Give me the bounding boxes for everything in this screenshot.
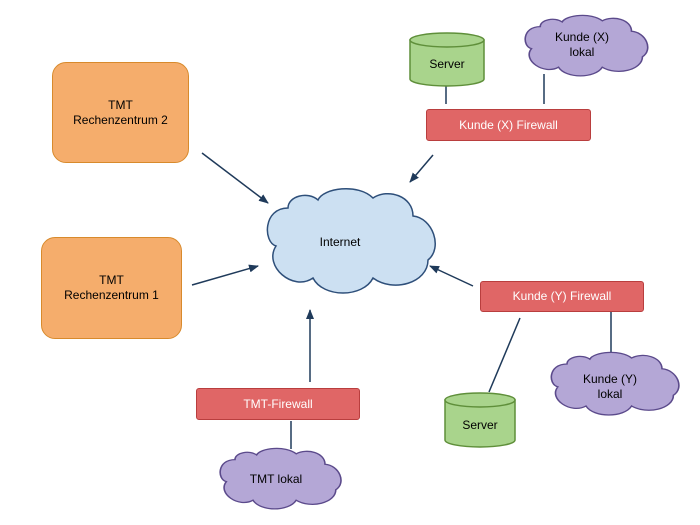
kunde-x-firewall-box: Kunde (X) Firewall <box>426 109 591 141</box>
kunde-x-lokal-line1: Kunde (X) <box>555 30 609 44</box>
kunde-y-lokal-line1: Kunde (Y) <box>583 372 637 386</box>
internet-label: Internet <box>320 235 361 249</box>
rechenzentrum-2-line1: TMT <box>108 97 133 112</box>
rechenzentrum-2-box: TMT Rechenzentrum 2 <box>52 62 189 163</box>
server-x-label: Server <box>429 57 464 71</box>
kunde-x-firewall-label: Kunde (X) Firewall <box>459 117 558 132</box>
kunde-y-lokal-cloud: Kunde (Y) lokal <box>550 351 680 416</box>
rechenzentrum-1-line2: Rechenzentrum 1 <box>64 288 159 302</box>
kunde-y-firewall-label: Kunde (Y) Firewall <box>512 289 612 303</box>
edge-kunde-y-firewall-to-server <box>488 317 521 393</box>
server-x: Server <box>409 32 485 87</box>
kunde-y-firewall-box: Kunde (Y) Firewall <box>480 281 644 312</box>
edge-kunde-x-firewall-to-internet <box>409 154 434 183</box>
tmt-lokal-label: TMT lokal <box>250 472 302 486</box>
server-y: Server <box>444 392 516 448</box>
kunde-x-lokal-cloud: Kunde (X) lokal <box>524 14 649 77</box>
server-y-label: Server <box>462 418 497 432</box>
rechenzentrum-1-line1: TMT <box>99 273 124 287</box>
kunde-y-lokal-line2: lokal <box>598 387 623 401</box>
edge-kunde-y-firewall-to-internet <box>429 265 474 287</box>
rechenzentrum-1-box: TMT Rechenzentrum 1 <box>41 237 182 339</box>
edge-rz1-to-internet <box>191 264 259 286</box>
rechenzentrum-2-line2: Rechenzentrum 2 <box>73 112 168 127</box>
internet-cloud: Internet <box>266 187 436 294</box>
tmt-firewall-label: TMT-Firewall <box>243 396 313 411</box>
kunde-x-lokal-line2: lokal <box>570 45 595 59</box>
edge-rz2-to-internet <box>201 152 269 204</box>
tmt-firewall-box: TMT-Firewall <box>196 388 360 420</box>
tmt-lokal-cloud: TMT lokal <box>219 447 342 510</box>
